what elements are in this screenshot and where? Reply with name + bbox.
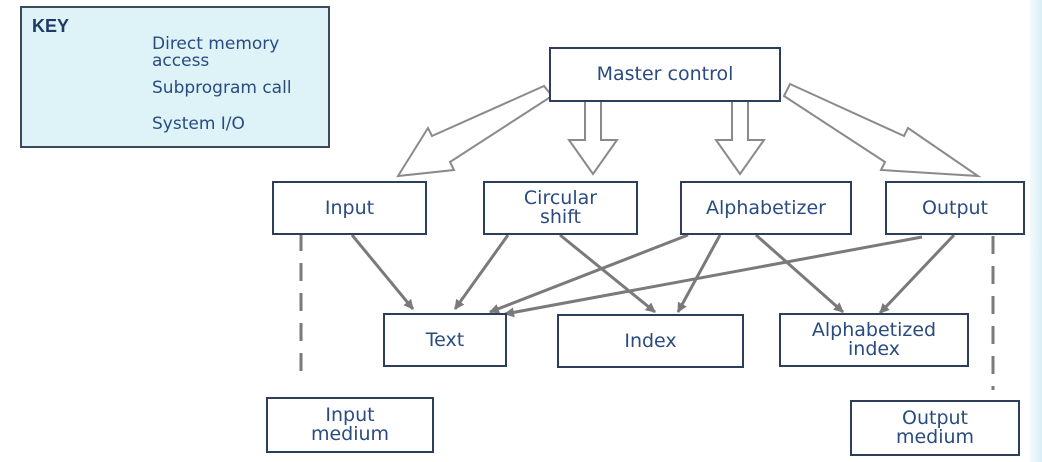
node-input-medium-label: Input medium xyxy=(310,404,390,445)
node-index: Index xyxy=(557,314,744,368)
key-legend: KEY Direct memory access Subprogram call… xyxy=(20,6,330,148)
subprogram-call-arrow-to-output xyxy=(782,82,982,178)
node-output-medium: Output medium xyxy=(850,400,1020,456)
memory-access-output-to-alphabetized-index xyxy=(878,233,956,315)
memory-access-alphabetizer-to-alphabetized-index xyxy=(755,233,844,314)
node-index-label: Index xyxy=(624,329,677,352)
node-output-label: Output xyxy=(922,196,988,219)
node-alphabetizer-label: Alphabetizer xyxy=(706,196,826,219)
key-label-system-io: System I/O xyxy=(152,114,245,134)
memory-access-input-to-text xyxy=(350,234,415,310)
right-edge-strip xyxy=(1030,0,1042,462)
node-circular-shift: Circular shift xyxy=(483,181,638,235)
subprogram-call-arrow-to-alphabetizer xyxy=(714,100,766,176)
memory-access-alphabetizer-to-text xyxy=(489,233,689,314)
memory-access-circular-shift-to-text xyxy=(453,234,510,310)
node-text-label: Text xyxy=(425,328,465,351)
memory-access-alphabetizer-to-index xyxy=(676,234,722,313)
node-master-control-label: Master control xyxy=(596,63,734,85)
subprogram-call-arrow-to-circular-shift xyxy=(567,100,619,176)
node-input-medium: Input medium xyxy=(266,397,434,453)
node-alphabetized-index-label: Alphabetized index xyxy=(811,319,937,360)
node-circular-shift-label: Circular shift xyxy=(523,187,598,228)
node-master-control: Master control xyxy=(549,47,781,102)
memory-access-output-to-text xyxy=(504,235,923,318)
node-output-medium-label: Output medium xyxy=(895,407,975,448)
node-output: Output xyxy=(885,181,1025,235)
node-alphabetized-index: Alphabetized index xyxy=(779,313,969,367)
node-alphabetizer: Alphabetizer xyxy=(680,181,852,235)
key-label-direct-memory-access: Direct memory access xyxy=(152,34,280,71)
node-input: Input xyxy=(272,181,427,235)
memory-access-circular-shift-to-index xyxy=(559,233,656,314)
key-title: KEY xyxy=(32,16,70,36)
node-input-label: Input xyxy=(324,196,375,219)
key-label-subprogram-call: Subprogram call xyxy=(152,78,292,98)
subprogram-call-arrow-to-input xyxy=(396,84,554,178)
node-text: Text xyxy=(383,313,507,367)
